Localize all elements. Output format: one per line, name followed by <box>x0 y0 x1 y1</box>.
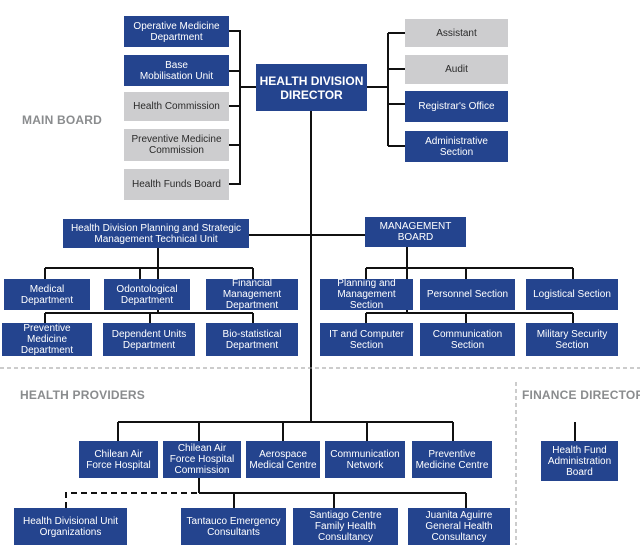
unit-base-mobilisation: Base Mobilisation Unit <box>124 55 229 86</box>
dept-dependent-units: Dependent Units Department <box>103 323 195 356</box>
provider-hospital-commission: Chilean Air Force Hospital Commission <box>163 441 241 478</box>
director-box: HEALTH DIVISION DIRECTOR <box>256 64 367 111</box>
section-label-main-board: MAIN BOARD <box>22 113 102 127</box>
section-personnel: Personnel Section <box>420 279 515 310</box>
section-logistical: Logistical Section <box>526 279 618 310</box>
sub-juanita-aguirre: Juanita Aguirre General Health Consultan… <box>408 508 510 545</box>
unit-health-funds-board: Health Funds Board <box>124 169 229 200</box>
section-military-security: Military Security Section <box>526 323 618 356</box>
planning-unit: Health Division Planning and Strategic M… <box>63 219 249 248</box>
dept-financial-management: Financial Management Department <box>206 278 298 311</box>
section-label-finance-director: FINANCE DIRECTOR <box>522 388 640 402</box>
finance-board: Health Fund Administration Board <box>541 441 618 481</box>
section-label-health-providers: HEALTH PROVIDERS <box>20 388 145 402</box>
provider-communication-network: Communication Network <box>325 441 405 478</box>
dept-preventive-medicine: Preventive Medicine Department <box>2 323 92 356</box>
provider-preventive-medicine-centre: Preventive Medicine Centre <box>412 441 492 478</box>
provider-air-force-hospital: Chilean Air Force Hospital <box>79 441 158 478</box>
unit-assistant: Assistant <box>405 19 508 47</box>
section-communication: Communication Section <box>420 323 515 356</box>
provider-aerospace-medical-centre: Aerospace Medical Centre <box>246 441 320 478</box>
management-board: MANAGEMENT BOARD <box>365 217 466 247</box>
unit-operative-medicine: Operative Medicine Department <box>124 16 229 47</box>
dept-odontological: Odontological Department <box>104 279 190 310</box>
dept-medical: Medical Department <box>4 279 90 310</box>
unit-audit: Audit <box>405 55 508 84</box>
unit-health-commission: Health Commission <box>124 92 229 121</box>
dept-bio-statistical: Bio-statistical Department <box>206 323 298 356</box>
section-planning-management: Planning and Management Section <box>320 278 413 311</box>
sub-santiago-centre: Santiago Centre Family Health Consultanc… <box>293 508 398 545</box>
unit-administrative-section: Administrative Section <box>405 131 508 162</box>
sub-divisional-unit-organizations: Health Divisional Unit Organizations <box>14 508 127 545</box>
sub-tantauco-emergency: Tantauco Emergency Consultants <box>181 508 286 545</box>
unit-preventive-medicine-commission: Preventive Medicine Commission <box>124 129 229 161</box>
unit-registrars-office: Registrar's Office <box>405 91 508 122</box>
section-it-computer: IT and Computer Section <box>320 323 413 356</box>
